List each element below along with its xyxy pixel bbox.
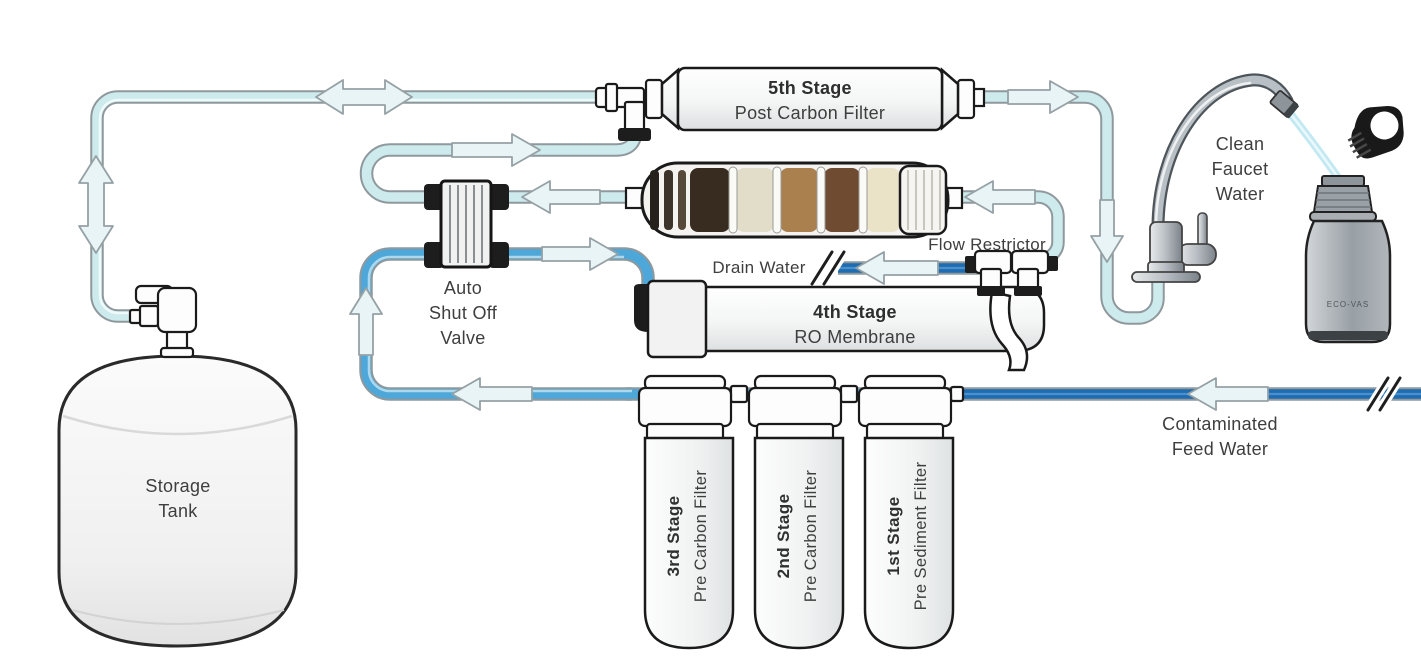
- stage1-label: 1st Stage Pre Sediment Filter: [880, 441, 938, 631]
- faucet: [1131, 73, 1300, 283]
- faucet-tip: [1269, 90, 1300, 119]
- prefilter-bank: [637, 374, 965, 650]
- tank-valve: [128, 284, 198, 359]
- stage1-canister: [857, 374, 955, 650]
- contaminated-feed-label: Contaminated Feed Water: [1120, 412, 1320, 462]
- auto-shutoff-line3: Valve: [440, 328, 486, 348]
- drain-water-label: Drain Water: [695, 256, 823, 280]
- stage2-subtitle: Pre Carbon Filter: [802, 469, 820, 603]
- bottle-brand-text: ECO-VAS: [1326, 300, 1370, 309]
- arrow-to-faucet-down: [1090, 199, 1124, 263]
- auto-shutoff-line2: Shut Off: [428, 303, 498, 323]
- bottle-brand-label: ECO-VAS: [1320, 300, 1376, 309]
- auto-shutoff-label: Auto Shut Off Valve: [383, 276, 543, 351]
- stage2-canister: [747, 374, 845, 650]
- stage3-label: 3rd Stage Pre Carbon Filter: [660, 441, 718, 631]
- stage2-label: 2nd Stage Pre Carbon Filter: [770, 441, 828, 631]
- stage3-title: 3rd Stage: [664, 495, 683, 577]
- arrow-tank-vertical-bidirectional: [78, 155, 114, 254]
- storage-tank-label: Storage Tank: [98, 474, 258, 524]
- storage-tank-line2: Tank: [158, 501, 198, 521]
- flow-restrictor-label: Flow Restrictor: [902, 233, 1072, 257]
- filter-media-segments: [650, 166, 900, 234]
- inline-mineral-filter: [624, 161, 964, 239]
- flow-restrictor-text: Flow Restrictor: [928, 235, 1046, 254]
- storage-tank-line1: Storage: [145, 476, 211, 496]
- stage4-title: 4th Stage: [813, 302, 897, 322]
- water-bottle: [1304, 175, 1392, 344]
- stage4-label: 4th Stage RO Membrane: [745, 300, 965, 350]
- auto-shutoff-valve: [424, 179, 509, 269]
- stage2-title: 2nd Stage: [774, 493, 793, 579]
- arrow-valve-to-membrane-right: [541, 237, 619, 271]
- cap-ribs: [907, 170, 941, 230]
- drain-water-text: Drain Water: [712, 258, 806, 277]
- membrane-clip: [989, 290, 1029, 372]
- tee-fitting: [594, 82, 651, 141]
- clean-line2: Faucet: [1211, 159, 1269, 179]
- arrow-loop-right: [451, 133, 541, 167]
- flow-restrictor-fittings: [965, 249, 1058, 296]
- contaminated-line2: Feed Water: [1171, 439, 1269, 459]
- arrow-permeate-left: [964, 180, 1036, 214]
- contaminated-line1: Contaminated: [1162, 414, 1278, 434]
- clean-faucet-label: Clean Faucet Water: [1180, 132, 1300, 207]
- stage5-title: 5th Stage: [768, 78, 852, 98]
- faucet-handle: [1177, 243, 1217, 266]
- arrow-drain-left: [855, 251, 939, 285]
- bottle-cap: [1347, 106, 1404, 159]
- stage5-post-carbon-filter: [594, 66, 986, 141]
- storage-tank: [57, 284, 298, 648]
- arrow-to-faucet-right: [1007, 80, 1079, 114]
- stage1-title: 1st Stage: [884, 496, 903, 576]
- stage3-subtitle: Pre Carbon Filter: [692, 469, 710, 603]
- flow-arrows: [78, 79, 1269, 411]
- stage4-ro-membrane: [634, 249, 1058, 372]
- auto-shutoff-line1: Auto: [443, 278, 483, 298]
- stage3-canister: [637, 374, 735, 650]
- stage5-subtitle: Post Carbon Filter: [734, 103, 886, 123]
- stage1-subtitle: Pre Sediment Filter: [912, 461, 930, 611]
- arrow-loop-left: [521, 180, 601, 214]
- arrow-riser-up: [349, 287, 383, 356]
- arrow-tank-horizontal-bidirectional: [315, 79, 413, 115]
- arrow-feed-left: [1187, 377, 1269, 411]
- arrow-prefilter-out-left: [451, 377, 533, 411]
- stage5-label: 5th Stage Post Carbon Filter: [700, 76, 920, 126]
- stage4-subtitle: RO Membrane: [794, 327, 916, 347]
- clean-line3: Water: [1215, 184, 1265, 204]
- pipe-break-marks: [807, 247, 1405, 415]
- clean-line1: Clean: [1215, 134, 1265, 154]
